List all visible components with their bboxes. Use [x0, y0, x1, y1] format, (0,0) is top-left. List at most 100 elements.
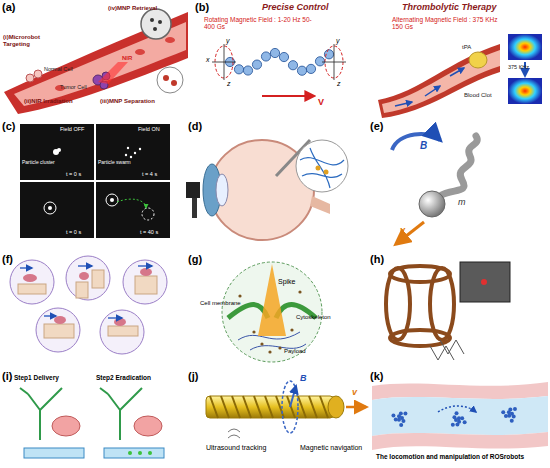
microrobot [148, 451, 152, 455]
field-parameter: Alternating Magnetic Field : 375 KHz 150… [392, 16, 510, 30]
ros-robot-swarm [512, 415, 516, 419]
ros-robot-swarm [391, 414, 395, 418]
ros-robot-swarm [394, 418, 398, 422]
motion-arrow [78, 265, 92, 267]
ros-robot-swarm [510, 419, 514, 423]
normal-cell [26, 74, 34, 82]
time-label: t = 4 s [142, 171, 157, 177]
payload [238, 294, 241, 297]
inset-circle [163, 75, 169, 81]
obstacle-block [44, 324, 74, 338]
manipulation-scene [10, 256, 167, 354]
ros-robot-swarm [399, 412, 403, 416]
retrieval-magnet [141, 9, 171, 39]
motion-arrow [438, 406, 476, 412]
normal-cell [26, 70, 42, 82]
screw-thread [210, 396, 328, 418]
heat-map [508, 78, 542, 104]
step-label: Step1 Delivery [14, 374, 59, 381]
screw-thread [210, 396, 218, 418]
particle [125, 154, 127, 156]
inset-image [460, 262, 510, 302]
axis-label: y [336, 37, 340, 45]
frequency-label: 375 KHz [508, 64, 529, 70]
screw-thread [309, 396, 317, 418]
part-label: Cell membrane [200, 300, 241, 307]
section-heading: Precise Control [262, 3, 329, 13]
manipulation-scene [10, 260, 54, 304]
ros-robot-swarm [452, 415, 456, 419]
clot-label: Blood Clot [464, 92, 492, 99]
screw-thread [298, 396, 306, 418]
panel-label: (d) [188, 120, 202, 132]
robot-head [328, 396, 344, 418]
step-label: (iv)MNP Retrieval [108, 5, 180, 12]
screw-thread [276, 396, 284, 418]
robot-marker [481, 279, 487, 285]
obstacle-block [76, 282, 88, 298]
microscope-tile [96, 182, 170, 238]
microrobot [23, 268, 152, 326]
velocity-arrow [262, 95, 314, 97]
part-label: Payload [284, 348, 306, 355]
bead-helix [270, 48, 279, 57]
inset-circle [324, 170, 329, 175]
ros-robot-swarm [451, 423, 455, 427]
electromagnetic-coil [390, 330, 450, 346]
screw-thread [254, 396, 262, 418]
track-circle [44, 202, 56, 214]
microscope-tile [20, 124, 94, 180]
inset-circle [157, 67, 183, 93]
payload [268, 350, 271, 353]
part-label: Cytoskeleton [296, 314, 331, 321]
particle [139, 148, 141, 150]
panel-label: (j) [188, 370, 198, 382]
drug-label: tPA [462, 44, 471, 51]
red-blood-cell [135, 49, 145, 55]
microscope-tile [20, 124, 170, 238]
particle [48, 147, 141, 210]
axis-line [334, 44, 335, 80]
axis-label: x [206, 56, 210, 64]
ros-robot-swarm [508, 408, 512, 412]
blood-vessel [378, 44, 500, 118]
obstacle-block [18, 284, 46, 294]
microrobot [23, 274, 37, 282]
time-label: t = 0 s [66, 229, 81, 235]
vessel-wall [372, 432, 548, 450]
microscope-tile [20, 182, 94, 238]
field-parameter: Rotating Magnetic Field : 1-20 Hz 50-400… [204, 16, 314, 30]
particle [134, 152, 136, 154]
blood-clot [469, 52, 487, 68]
ophthalmoscope [186, 182, 200, 198]
microrobot [54, 316, 66, 324]
normal-cell [34, 70, 42, 78]
microrobot [138, 451, 142, 455]
stomach [52, 416, 162, 436]
ros-robot-swarm [401, 419, 405, 423]
bead-helix [252, 60, 261, 69]
ros-robot-swarm [460, 416, 464, 420]
motion-arrow [20, 267, 32, 269]
manipulation-scene [36, 308, 80, 352]
panel-label: (i) [2, 370, 12, 382]
panel-caption: The locomotion and manipulation of ROSro… [376, 453, 548, 460]
inset-circle [316, 166, 321, 171]
bead-helix [306, 64, 315, 73]
retrieval-magnet [158, 20, 162, 24]
velocity-label: v [352, 388, 357, 398]
inset-circle [296, 140, 348, 192]
bead-helix [297, 66, 306, 75]
panel-label: (f) [2, 253, 13, 265]
field-arrow [290, 386, 296, 407]
manipulation-scene [100, 310, 144, 354]
blood-vessel [382, 50, 500, 113]
tile-label: Field ON [138, 126, 160, 132]
bead-helix [279, 52, 288, 61]
particle [127, 147, 129, 149]
time-label: t = 40 s [140, 229, 158, 235]
flow-arrow [450, 68, 464, 76]
screw-thread [232, 396, 240, 418]
time-label: t = 0 s [66, 171, 81, 177]
track-arrow [117, 199, 146, 208]
